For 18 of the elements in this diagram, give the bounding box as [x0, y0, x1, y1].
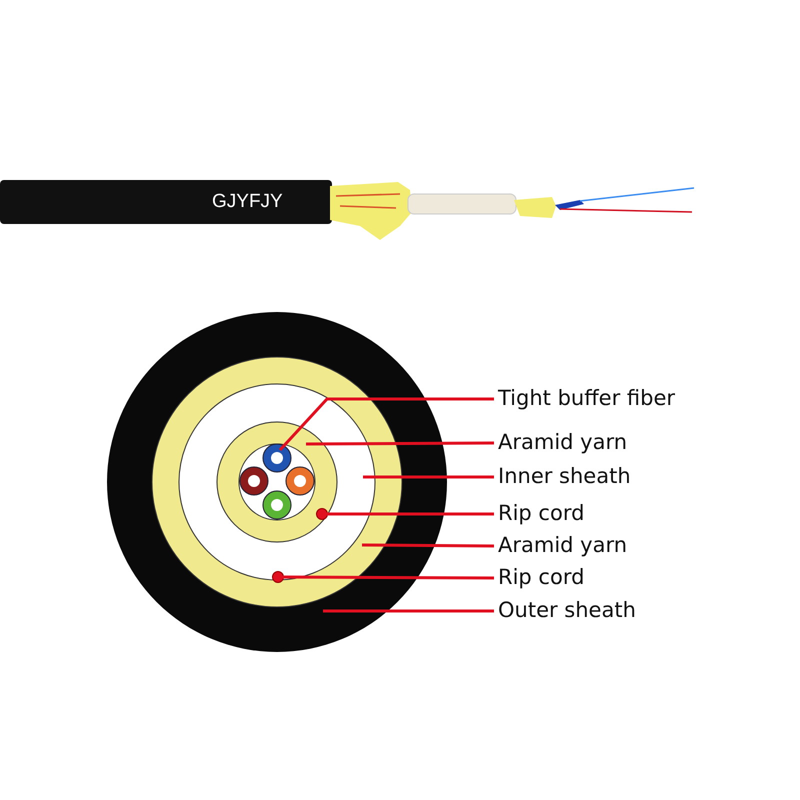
leader-line [362, 544, 494, 548]
part-label: Aramid yarn [498, 531, 628, 559]
leader-line [323, 610, 494, 612]
cable-print-text: GJYFJY [212, 190, 283, 214]
outer-sheath [107, 312, 447, 652]
part-label: Aramid yarn [498, 428, 628, 456]
part-label: Inner sheath [498, 462, 631, 490]
part-label: Rip cord [498, 563, 584, 591]
part-label: Rip cord [498, 499, 584, 527]
part-label: Tight buffer fiber [498, 384, 676, 412]
tight-buffer-fiber [262, 444, 292, 472]
inner-sheath [178, 384, 376, 580]
leader-line [363, 476, 494, 478]
leader-line [306, 442, 494, 446]
leader-line [278, 398, 494, 452]
inner-aramid-yarn-ring [216, 422, 338, 542]
part-label: Outer sheath [498, 596, 636, 624]
outer-aramid-yarn-ring [152, 356, 402, 608]
